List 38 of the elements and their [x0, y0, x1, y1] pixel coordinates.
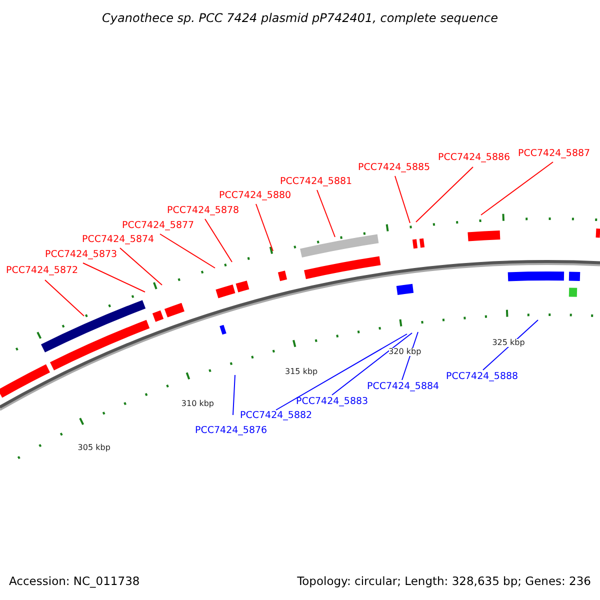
leader-line: [256, 204, 274, 252]
tick-label: 310 kbp: [181, 400, 214, 408]
gene-label: PCC7424_5887: [518, 149, 590, 158]
leader-line: [120, 248, 162, 286]
leader-line: [332, 332, 412, 396]
accession-text: Accession: NC_011738: [9, 576, 140, 588]
leader-line: [480, 162, 554, 216]
gene-label: PCC7424_5872: [6, 266, 78, 276]
leader-line: [316, 190, 336, 238]
gene-label: PCC7424_5884: [367, 382, 440, 392]
gene-label: PCC7424_5878: [167, 206, 240, 216]
leader-line: [394, 176, 410, 224]
gene-label: PCC7424_5885: [358, 163, 430, 172]
tick-label: 325 kbp: [492, 338, 525, 347]
map-title: Cyanothece sp. PCC 7424 plasmid pP742401, complete sequence: [101, 12, 499, 24]
leader-line: [160, 234, 216, 268]
sequence-summary-text: Topology: circular; Length: 328,635 bp; Genes: 236: [297, 576, 591, 588]
gene-label: PCC7424_5882: [240, 411, 312, 420]
leader-line: [82, 262, 146, 292]
tick-label: 320 kbp: [388, 348, 422, 356]
leader-line: [416, 166, 474, 222]
gene-label: PCC7424_5874: [82, 235, 154, 244]
gene-label: PCC7424_5883: [296, 397, 368, 406]
leader-line: [482, 320, 538, 370]
leader-line: [402, 332, 418, 380]
gene-label: PCC7424_5881: [280, 177, 352, 186]
gene-label: PCC7424_5873: [45, 250, 118, 260]
leader-line: [276, 334, 408, 410]
gene-label: PCC7424_5876: [195, 426, 268, 436]
gene-label: PCC7424_5880: [219, 191, 292, 200]
tick-label: 305 kbp: [78, 444, 110, 452]
tick-label: 315 kbp: [285, 368, 318, 376]
gene-label: PCC7424_5877: [122, 221, 194, 230]
leader-line: [204, 218, 232, 262]
leader-line: [232, 374, 236, 416]
leader-line: [44, 280, 84, 316]
gene-label: PCC7424_5888: [446, 372, 518, 382]
gene-label: PCC7424_5886: [438, 153, 510, 162]
